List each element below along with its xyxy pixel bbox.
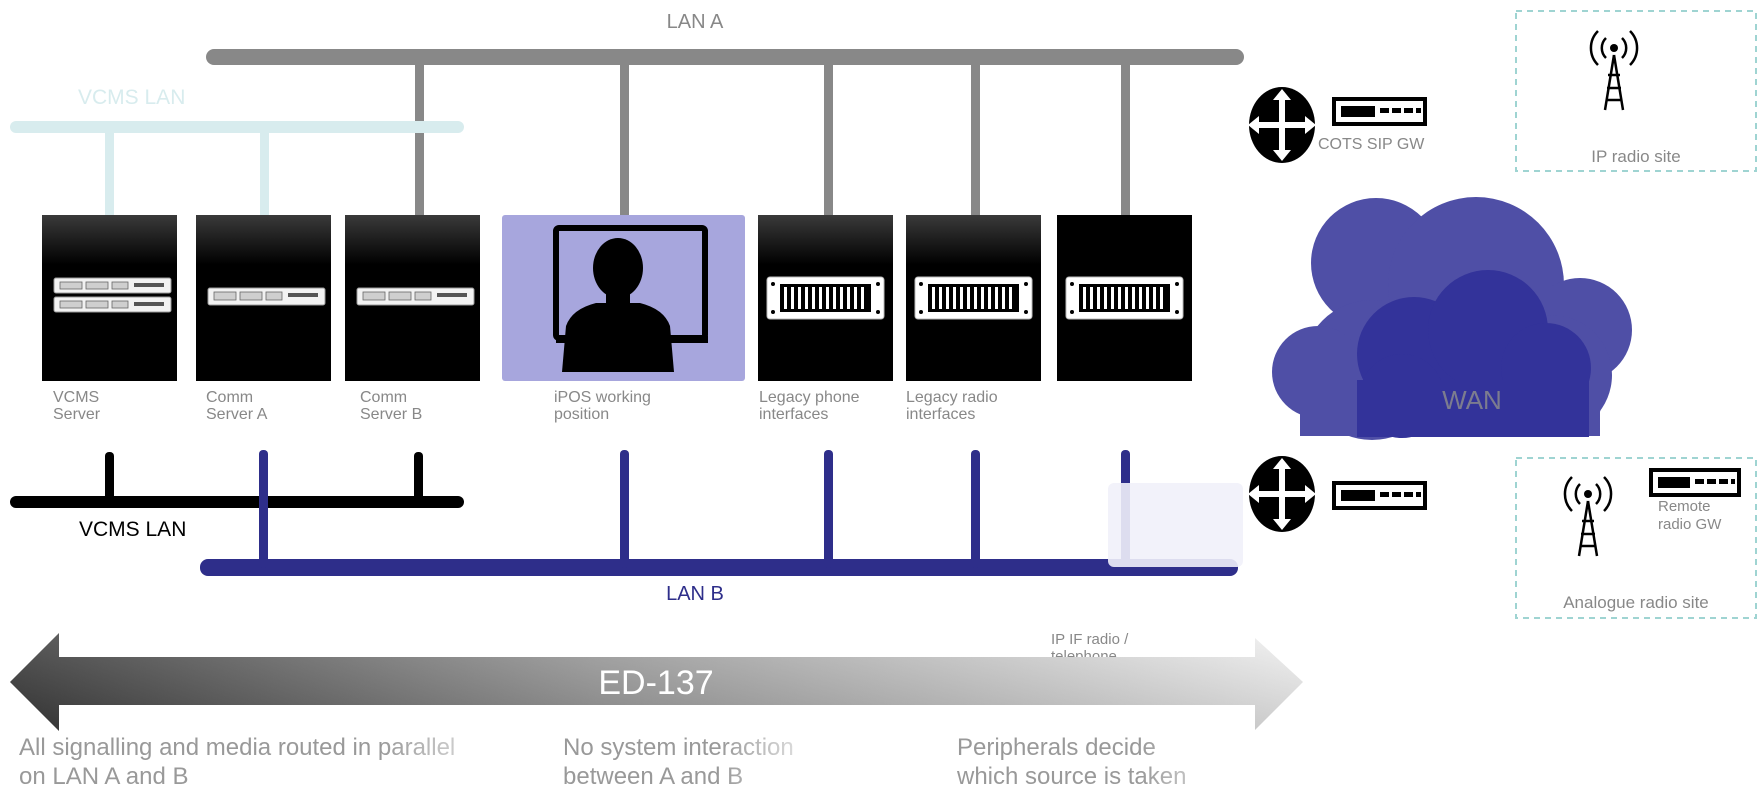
interface-rack-icon: [914, 276, 1033, 320]
ip-radio-site-box: [1515, 10, 1757, 172]
comm-b-label-1: Comm: [360, 389, 407, 406]
radio-tower-icon: [1563, 476, 1613, 557]
rack-server-icon: [356, 287, 475, 306]
lan-a: [206, 49, 1244, 217]
rack-server-icon: [207, 287, 326, 306]
vcms-server-label-1: VCMS: [53, 389, 99, 406]
lan-a-bus: [206, 49, 1244, 65]
legacy-radio-label-1: Legacy radio: [906, 389, 998, 406]
note3-line1: Peripherals decide: [957, 734, 1156, 761]
lan-a-drop-ip-if: [1121, 57, 1130, 217]
lan-b-drop-comm-a: [259, 450, 268, 568]
vcms-lan-faded: [10, 121, 464, 217]
note1-line2: on LAN A and B: [19, 763, 188, 790]
vcms-server-box: [42, 215, 177, 381]
lan-b: [200, 450, 1238, 576]
comm-server-b-box: [345, 215, 480, 381]
comm-b-label-2: Server B: [360, 406, 422, 423]
interface-rack-icon: [1065, 276, 1184, 320]
note2-line2: between A and B: [563, 763, 743, 790]
lan-b-drop-legacy-phone: [824, 450, 833, 568]
rack-server-icon: [53, 277, 172, 313]
comm-server-a-box: [196, 215, 331, 381]
lan-b-label: LAN B: [666, 583, 724, 605]
router-icon: [1248, 87, 1316, 163]
wan-label: WAN: [1442, 385, 1502, 415]
ipos-box: [502, 215, 745, 381]
legacy-radio-box: [906, 215, 1041, 381]
ed137-label: ED-137: [598, 664, 713, 702]
vcms-lan-label: VCMS LAN: [79, 518, 186, 541]
lan-a-label: LAN A: [667, 11, 724, 33]
notes-fade: [380, 735, 510, 791]
radio-tower-icon: [1589, 30, 1639, 111]
comm-a-label-2: Server A: [206, 406, 268, 423]
lan-a-drop-legacy-phone: [824, 57, 833, 217]
lan-b-highlight: [1108, 483, 1243, 567]
legacy-phone-box: [758, 215, 893, 381]
legacy-phone-label-2: interfaces: [759, 406, 828, 423]
lan-a-drop-ipos: [620, 57, 629, 217]
vcms-lan-bus: [10, 496, 464, 508]
remote-radio-gw-icon: [1649, 468, 1741, 497]
ipos-label-2: position: [554, 406, 609, 423]
lan-b-drop-ipos: [620, 450, 629, 568]
router-icon: [1248, 456, 1316, 532]
lan-b-drop-legacy-radio: [971, 450, 980, 568]
sip-gateway-icon: [1332, 97, 1427, 126]
wan-cloud-icon: [1272, 197, 1632, 440]
ed137-double-arrow: [10, 633, 1303, 731]
notes-fade: [1140, 735, 1240, 791]
legacy-radio-label-2: interfaces: [906, 406, 975, 423]
analogue-site-label: Analogue radio site: [1563, 593, 1709, 612]
notes-fade: [720, 735, 820, 791]
vcms-lan-faded-drop-1: [105, 127, 114, 217]
lan-a-drop-legacy-radio: [971, 57, 980, 217]
cots-gw-label: COTS SIP GW: [1318, 136, 1425, 153]
lan-b-bus: [200, 559, 1238, 576]
comm-a-label-1: Comm: [206, 389, 253, 406]
analogue-site-box: [1515, 457, 1757, 619]
vcms-lan-faded-label: VCMS LAN: [78, 86, 185, 109]
operator-monitor-icon: [553, 225, 708, 372]
ipos-label-1: iPOS working: [554, 389, 651, 406]
ip-if-box: [1057, 215, 1192, 381]
vcms-lan-drop-1: [105, 452, 114, 502]
ip-if-label-1: IP IF radio /: [1051, 631, 1129, 648]
vcms-lan-faded-drop-2: [260, 127, 269, 217]
ip-radio-site-label: IP radio site: [1591, 147, 1680, 166]
remote-gw-label-2: radio GW: [1658, 516, 1722, 533]
gateway-icon: [1332, 481, 1427, 510]
vcms-lan: [10, 452, 464, 508]
vcms-lan-drop-2: [414, 452, 423, 502]
lan-a-drop-comm-b: [415, 57, 424, 217]
vcms-server-label-2: Server: [53, 406, 101, 423]
remote-gw-label-1: Remote: [1658, 498, 1711, 515]
legacy-phone-label-1: Legacy phone: [759, 389, 860, 406]
interface-rack-icon: [766, 276, 885, 320]
vcms-lan-faded-bus: [10, 121, 464, 133]
